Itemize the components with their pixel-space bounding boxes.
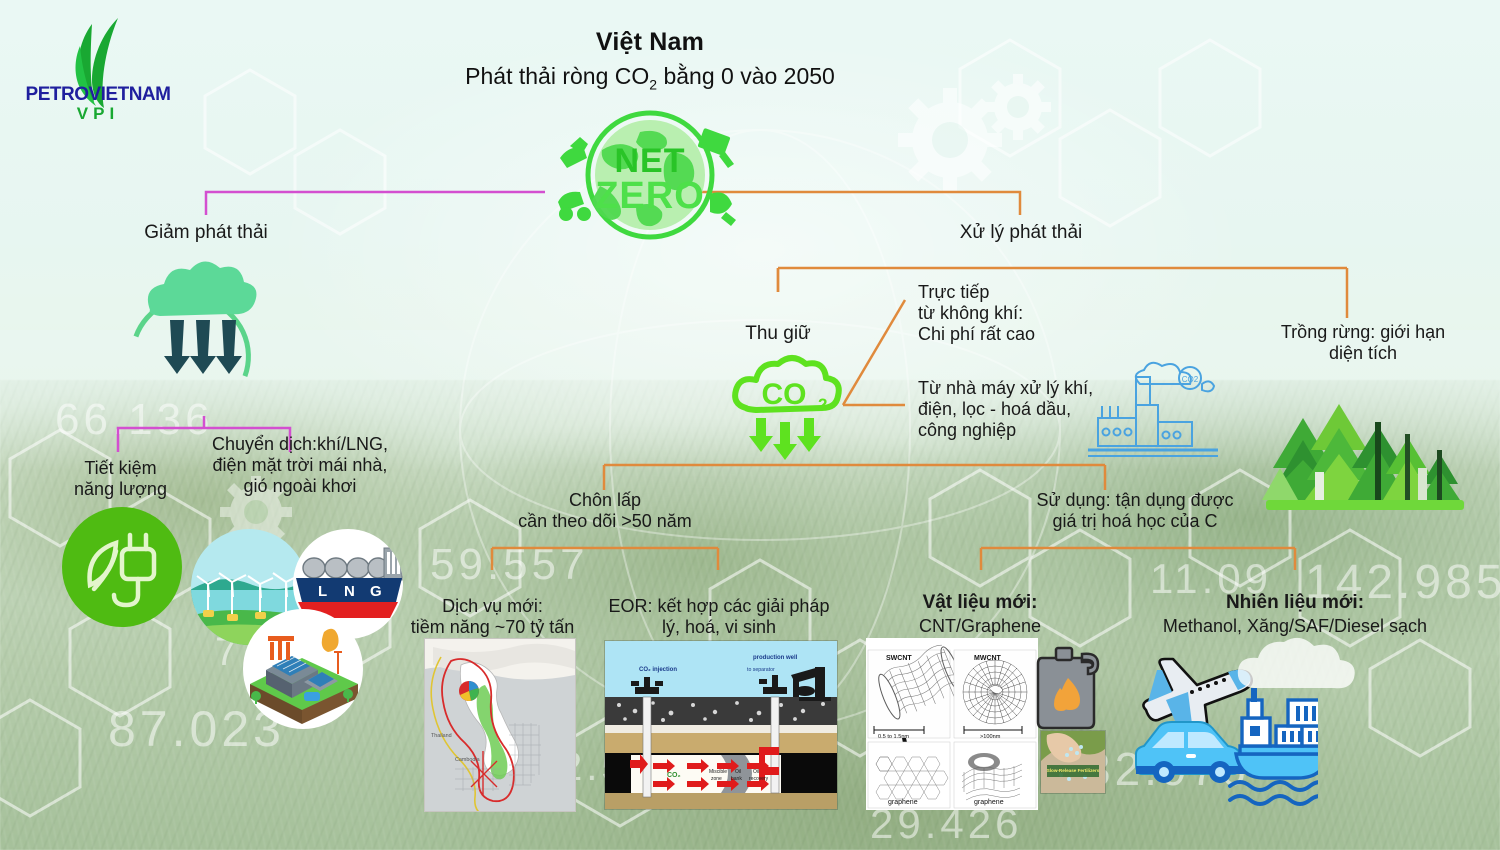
eor-label-production-well: production well — [753, 655, 798, 661]
label-new-fuels: Nhiên liệu mới: Methanol, Xăng/SAF/Diese… — [1130, 592, 1460, 638]
title-line-2-pre: Phát thải ròng CO — [465, 63, 650, 89]
lng-letter-n: N — [344, 583, 355, 600]
label-new-services: Dịch vụ mới: tiềm năng ~70 tỷ tấn — [410, 596, 575, 638]
leaf-label-energy-saving: Tiết kiệm năng lượng — [74, 458, 167, 500]
label-geological-storage: Chôn lấp cần theo dõi >50 năm — [518, 490, 692, 532]
label-new-fuels-value: Methanol, Xăng/SAF/Diesel sạch — [1162, 616, 1428, 637]
transport-icons-group — [1135, 657, 1318, 806]
net-zero-text-net: NET — [615, 142, 686, 180]
co2-icon-label: CO — [762, 378, 807, 411]
eor-label-oil: Oil — [735, 769, 741, 775]
cnt-label-graphene-2: graphene — [974, 799, 1004, 806]
cnt-label-swcnt: SWCNT — [886, 655, 912, 662]
title-line-2-post: bằng 0 vào 2050 — [657, 63, 835, 89]
rooftop-solar-icon — [243, 609, 363, 729]
petrovietnam-logo — [75, 18, 118, 108]
title-line-2: Phát thải ròng CO2 bằng 0 vào 2050 — [390, 63, 910, 93]
slow-release-fertilizer-thumb: Slow-Release Fertilizers — [1040, 730, 1106, 794]
branch-label-treatment: Xử lý phát thải — [959, 222, 1083, 243]
label-afforestation: Trồng rừng: giới hạn diện tích — [1280, 322, 1446, 364]
net-zero-globe-icon: NET ZERO — [558, 110, 736, 240]
cnt-label-dim1: 0.5 to 1.5nm — [878, 734, 909, 740]
eor-label-miscible: Miscible — [709, 769, 727, 775]
eor-label-bank: bank — [731, 776, 742, 782]
industrial-plant-icon: CO2 — [1088, 361, 1218, 457]
logo-company-name: PETROVIETNAM — [25, 84, 171, 105]
eor-label-separator: to separator — [747, 667, 775, 673]
cloud-decoration — [1237, 637, 1355, 689]
co2-capture-icon: CO 2 — [732, 355, 842, 460]
eor-label-zone: zone — [711, 776, 722, 782]
label-new-materials: Vật liệu mới: CNT/Graphene — [880, 592, 1080, 638]
eor-label-co2: CO₂ — [667, 772, 681, 779]
forest-icon — [1262, 404, 1464, 510]
cnt-label-mwcnt: MWCNT — [974, 655, 1002, 662]
energy-saving-icon — [62, 507, 182, 627]
lng-letter-l: L — [318, 583, 327, 600]
label-eor: EOR: kết hợp các giải pháp lý, hoá, vi s… — [608, 596, 830, 638]
label-new-fuels-title: Nhiên liệu mới: — [1225, 592, 1365, 613]
title-co2-subscript: 2 — [649, 76, 658, 93]
map-label-thailand: Thailand — [431, 733, 452, 739]
label-new-materials-title: Vật liệu mới: — [922, 592, 1038, 613]
fertilizer-caption: Slow-Release Fertilizers — [1047, 768, 1100, 773]
eor-label-injection: CO₂ injection — [639, 667, 677, 673]
leaf-label-energy-transition: Chuyển dịch:khí/LNG, điện mặt trời mái n… — [211, 434, 389, 497]
lng-letter-g: G — [370, 583, 382, 600]
vietnam-potential-map-panel: Thailand Cambodia — [424, 638, 576, 812]
infographic-title: Việt Nam Phát thải ròng CO2 bằng 0 vào 2… — [390, 28, 910, 93]
label-carbon-utilisation: Sử dụng: tận dụng được giá trị hoá học c… — [1036, 490, 1234, 532]
eor-diagram-panel: CO₂ injection production well to separat… — [604, 640, 838, 810]
cnt-graphene-panel: SWCNT 0.5 to 1.5nm MWCNT >100nm — [866, 638, 1038, 810]
label-direct-air-capture: Trực tiếp từ không khí: Chi phí rất cao — [918, 282, 1036, 345]
branch-label-reduce: Giảm phát thải — [144, 222, 268, 243]
label-capture: Thu giữ — [745, 323, 811, 344]
cnt-label-graphene-1: graphene — [888, 799, 918, 806]
label-industrial-capture: Từ nhà máy xử lý khí, điện, lọc - hoá dầ… — [918, 378, 1094, 441]
cnt-label-dim2: >100nm — [980, 734, 1001, 740]
map-label-cambodia: Cambodia — [455, 757, 480, 763]
fuel-canister-icon — [1036, 646, 1100, 730]
eor-label-recovery: recovery — [749, 776, 769, 782]
logo-unit-name: VPI — [76, 104, 120, 123]
title-line-1: Việt Nam — [595, 28, 705, 56]
eor-label-oil2: Oil — [753, 769, 759, 775]
co2-icon-subscript: 2 — [818, 395, 827, 414]
net-zero-text-zero: ZERO — [595, 175, 705, 217]
factory-co2-label: CO2 — [1182, 375, 1199, 384]
emission-reduction-icon — [133, 261, 257, 377]
label-new-materials-value: CNT/Graphene — [918, 616, 1042, 637]
